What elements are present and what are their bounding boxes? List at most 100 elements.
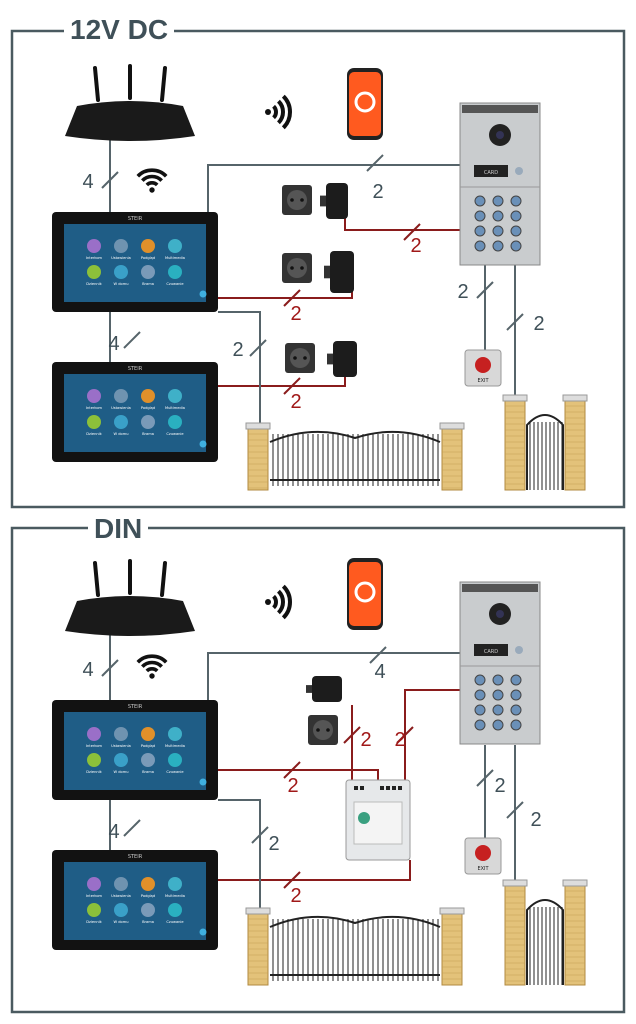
driveway-gate [245, 907, 465, 986]
app-label: Brama [142, 920, 154, 924]
app-label: Ustawienia [111, 744, 131, 748]
router-body [65, 101, 195, 141]
monitor-screen [64, 374, 206, 452]
app-label: Dziennik [86, 920, 102, 924]
monitor-screen [64, 712, 206, 790]
card-label: CARD [484, 649, 498, 655]
tools-icon [114, 239, 128, 253]
phone-icon [87, 389, 101, 403]
wire-count-label: 2 [533, 313, 544, 335]
status-indicator [358, 812, 370, 824]
power-icon [168, 903, 182, 917]
app-label: Multimedia [165, 256, 185, 260]
app-label: Dziennik [86, 282, 102, 286]
keypad-key [510, 719, 522, 731]
card-reader [474, 165, 508, 177]
wire-count-label: 2 [372, 181, 383, 203]
antenna [160, 561, 167, 597]
wire-count-slash [283, 871, 301, 889]
app-label: Podgląd [141, 256, 155, 260]
media-icon [168, 389, 182, 403]
app-label: Multimedia [165, 744, 185, 748]
brand-logo: STEIR [128, 854, 143, 860]
wire-count-label: 4 [82, 171, 93, 193]
brick-pillar [504, 399, 526, 491]
terminal [380, 786, 384, 790]
wire-count-slash [506, 313, 524, 331]
brand-logo: STEIR [128, 216, 143, 222]
keypad-key [492, 240, 504, 252]
keypad-key [474, 195, 486, 207]
app-label: Multimedia [165, 894, 185, 898]
app-label: Interkom [86, 894, 103, 898]
keypad-key [492, 195, 504, 207]
phone-icon [87, 727, 101, 741]
gate-icon [141, 903, 155, 917]
app-label: Interkom [86, 744, 103, 748]
signal-wire [207, 652, 460, 700]
keypad-key [510, 225, 522, 237]
wire-count-slash [396, 726, 414, 744]
brick-pillar [564, 884, 586, 986]
wire-count-label: 4 [374, 661, 385, 683]
wire-count-slash [249, 339, 267, 357]
app-label: Czuwanie [166, 920, 184, 924]
wifi-icon [136, 654, 168, 679]
wire-count-slash [369, 646, 387, 664]
exit-label: EXIT [477, 866, 489, 872]
power-icon [168, 415, 182, 429]
log-icon [87, 265, 101, 279]
section-title-12v-dc: 12V DC [64, 15, 175, 45]
wifi-icon [265, 584, 292, 620]
wire-count-label: 2 [290, 885, 301, 907]
terminal [386, 786, 390, 790]
app-label: Multimedia [165, 406, 185, 410]
media-icon [168, 877, 182, 891]
wire-count-slash [476, 769, 494, 787]
wall-socket [282, 253, 312, 283]
wire-count-slash [506, 801, 524, 819]
keypad-key [510, 689, 522, 701]
keypad-key [510, 704, 522, 716]
wifi-icon [265, 94, 292, 130]
smartphone-tuya-app [347, 558, 383, 630]
keypad-key [492, 674, 504, 686]
brand-logo: STEIR [128, 366, 143, 372]
exit-button: EXIT [464, 837, 502, 875]
wire-count-label: 4 [108, 333, 119, 355]
wire-count-slash [251, 826, 269, 844]
home-icon [114, 265, 128, 279]
button-red [475, 845, 491, 861]
monitor-screen [64, 862, 206, 940]
brick-pillar [441, 427, 463, 491]
gate-icon [141, 753, 155, 767]
tuya-screen [349, 562, 381, 626]
app-label: Brama [142, 282, 154, 286]
section-title-din: DIN [88, 514, 149, 544]
wire-count-slash [283, 289, 301, 307]
red-wire [218, 860, 411, 881]
app-label: Czuwanie [166, 432, 184, 436]
wire-count-slash [343, 726, 361, 744]
din-power-supply [345, 779, 411, 861]
button-red [475, 357, 491, 373]
keypad-key [474, 719, 486, 731]
wire-count-label: 2 [287, 775, 298, 797]
gate-icon [141, 265, 155, 279]
home-icon [114, 415, 128, 429]
wire-count-slash [283, 761, 301, 779]
app-label: Podgląd [141, 406, 155, 410]
wifi-icon [136, 168, 168, 193]
wire-count-label: 2 [290, 391, 301, 413]
wire-count-slash [123, 819, 141, 837]
wire-count-label: 2 [410, 235, 421, 257]
tools-icon [114, 389, 128, 403]
wall-socket [285, 343, 315, 373]
wall-socket [282, 185, 312, 215]
call-button [515, 646, 523, 654]
wire-count-slash [101, 659, 119, 677]
app-label: W domu [114, 282, 129, 286]
brick-pillar [247, 427, 269, 491]
